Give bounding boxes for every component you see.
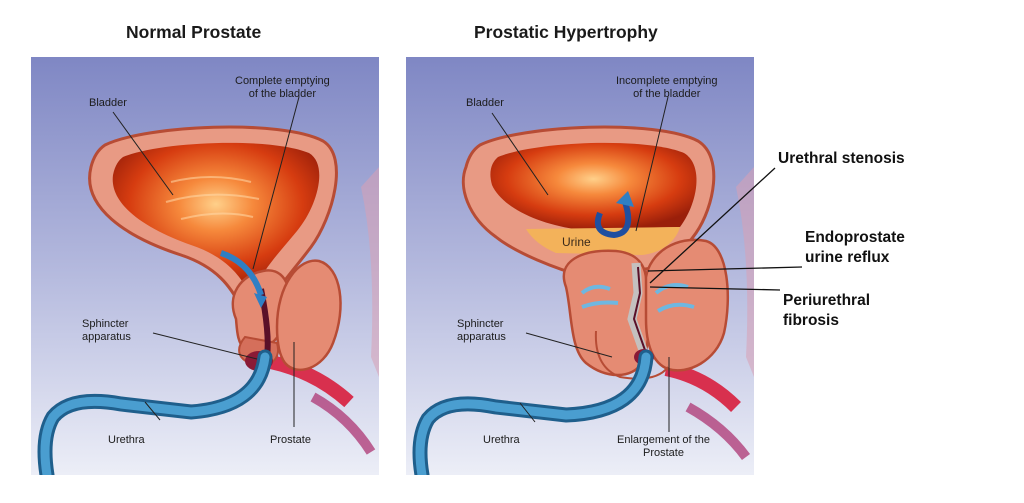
bladder-interior — [112, 142, 320, 289]
bladder-interior — [490, 142, 697, 229]
annotation-fibrosis-line2: fibrosis — [783, 312, 839, 329]
hyper-label-enlargement: Enlargement of the Prostate — [617, 434, 710, 460]
hypertrophy-illustration — [406, 57, 754, 475]
normal-label-emptying: Complete emptying of the bladder — [235, 75, 330, 101]
vein — [310, 392, 376, 455]
flow-arrow — [219, 250, 264, 296]
normal-label-sphincter: Sphincter apparatus — [82, 318, 131, 344]
reflux-arrow — [594, 198, 632, 239]
annotation-reflux-line1: Endoprostate — [805, 229, 905, 246]
normal-label-bladder: Bladder — [89, 97, 127, 109]
hyper-label-sphincter-line1: Sphincter — [457, 318, 504, 330]
normal-prostate-drawing — [31, 57, 379, 475]
normal-label-sphincter-line2: apparatus — [82, 331, 131, 343]
annotation-periurethral-fibrosis: Periurethral fibrosis — [783, 291, 870, 331]
hyper-label-urethra: Urethra — [483, 434, 520, 446]
prostate-lobe-right — [275, 259, 342, 372]
title-normal-prostate: Normal Prostate — [126, 22, 262, 42]
annotation-urethral-stenosis: Urethral stenosis — [778, 150, 905, 167]
normal-label-emptying-line2: of the bladder — [248, 88, 317, 100]
hyper-label-sphincter: Sphincter apparatus — [457, 318, 506, 344]
hyper-label-emptying: Incomplete emptying of the bladder — [616, 75, 718, 101]
normal-label-prostate: Prostate — [270, 434, 311, 446]
hypertrophy-drawing — [406, 57, 754, 475]
artery — [269, 355, 354, 408]
hyper-label-enlargement-line1: Enlargement of the — [617, 434, 710, 446]
annotation-endoprostate-reflux: Endoprostate urine reflux — [805, 228, 905, 268]
hyper-label-emptying-line1: Incomplete emptying — [616, 75, 718, 87]
hyper-label-emptying-line2: of the bladder — [633, 88, 701, 100]
hyper-label-sphincter-line2: apparatus — [457, 331, 506, 343]
annotation-reflux-line2: urine reflux — [805, 249, 890, 266]
hyper-label-enlargement-line2: Prostate — [642, 447, 684, 459]
title-prostatic-hypertrophy: Prostatic Hypertrophy — [474, 22, 658, 42]
annotation-fibrosis-line1: Periurethral — [783, 292, 871, 309]
normal-prostate-illustration — [31, 57, 379, 475]
hyper-label-bladder: Bladder — [466, 97, 504, 109]
normal-label-urethra: Urethra — [108, 434, 145, 446]
residual-urine — [526, 227, 680, 255]
hyper-label-urine: Urine — [562, 235, 591, 249]
fibrotic-urethra — [627, 262, 649, 355]
normal-label-emptying-line1: Complete emptying — [235, 75, 330, 87]
normal-label-sphincter-line1: Sphincter — [82, 318, 129, 330]
